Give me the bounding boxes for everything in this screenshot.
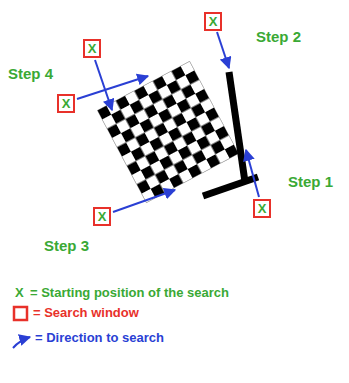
step-label: Step 3 [44, 238, 89, 255]
start-marker: X [258, 202, 267, 215]
marker-bar [229, 72, 245, 182]
legend-text: = Search window [33, 306, 139, 320]
search-arrow [246, 150, 259, 197]
legend-window-sample [14, 307, 27, 320]
legend-text: = Starting position of the search [30, 286, 229, 300]
start-marker: X [209, 15, 218, 28]
search-window: X [93, 207, 112, 226]
search-window: X [83, 39, 102, 58]
search-arrow [217, 32, 229, 68]
search-window: X [57, 94, 76, 113]
start-marker: X [62, 97, 71, 110]
step-label: Step 4 [8, 66, 53, 83]
legend-marker-sample: X [15, 286, 24, 300]
search-arrow [95, 60, 112, 110]
search-window: X [204, 12, 223, 31]
step-label: Step 1 [288, 174, 333, 191]
legend-text: = Direction to search [35, 331, 164, 345]
step-label: Step 2 [256, 29, 301, 46]
checkerboard-squares [97, 61, 239, 203]
start-marker: X [98, 210, 107, 223]
legend-arrow-sample [13, 337, 30, 348]
marker-bar [203, 177, 258, 196]
search-arrow [113, 190, 175, 212]
start-marker: X [88, 42, 97, 55]
checkerboard [97, 61, 239, 203]
search-window: X [253, 199, 272, 218]
search-arrow [77, 76, 148, 99]
